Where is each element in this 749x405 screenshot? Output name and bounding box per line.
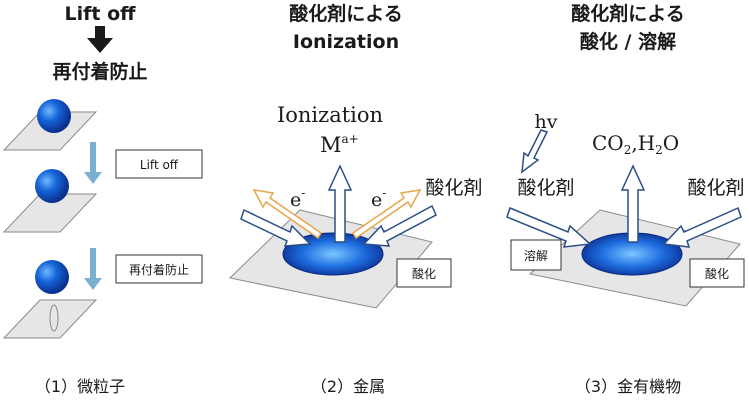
particle-3 xyxy=(35,260,69,294)
light-label: hv xyxy=(535,111,558,133)
panel1-title-prevent: 再付着防止 xyxy=(52,60,147,83)
panel3-title-line2: 酸化 / 溶解 xyxy=(580,30,676,53)
box-prevent-label: 再付着防止 xyxy=(129,262,189,277)
panel-organics: 酸化剤による 酸化 / 溶解 hv CO2,H2O 酸化剤 酸化剤 溶解 酸化 … xyxy=(506,2,745,396)
box-oxidize-organic-label: 酸化 xyxy=(705,266,729,281)
title-down-arrow-icon xyxy=(87,26,113,53)
substrate-plate-2 xyxy=(2,193,98,233)
product-label: CO2,H2O xyxy=(592,131,679,157)
oxidant-right-label: 酸化剤 xyxy=(687,177,744,199)
particle-1 xyxy=(37,99,71,133)
down-arrow-1-icon xyxy=(84,142,102,184)
product-up-arrow-icon xyxy=(620,164,646,243)
light-arrow-icon xyxy=(521,129,549,174)
oxidant-label: 酸化剤 xyxy=(425,177,482,199)
electron-left-arrow-icon xyxy=(252,189,323,240)
panel3-caption: （3）金有機物 xyxy=(575,377,681,396)
panel-metal: 酸化剤による Ionization Ionization Ma+ e- e- 酸… xyxy=(228,2,483,396)
ionization-label: Ionization xyxy=(277,103,383,127)
box-liftoff-label: Lift off xyxy=(140,158,179,172)
panel1-caption: （1）微粒子 xyxy=(35,377,125,396)
electron-left-label: e- xyxy=(290,186,305,211)
electron-right-arrow-icon xyxy=(351,189,422,240)
oxidant-left-in-arrow-icon xyxy=(240,208,312,247)
box-dissolve-label: 溶解 xyxy=(524,248,548,263)
box-oxidize-metal-label: 酸化 xyxy=(412,266,436,281)
panel3-title-line1: 酸化剤による xyxy=(571,2,684,25)
panel1-title-liftoff: Lift off xyxy=(64,3,136,25)
box-oxidize-organic xyxy=(689,258,745,288)
panel2-title-line2: Ionization xyxy=(293,31,399,53)
electron-right-label: e- xyxy=(371,186,386,211)
oxidant-right-arrow-icon xyxy=(662,206,742,248)
panel2-caption: （2）金属 xyxy=(311,377,385,396)
particle-shadow-ellipse xyxy=(49,304,59,332)
oxidant-left-label: 酸化剤 xyxy=(517,177,574,199)
panel2-title-line1: 酸化剤による xyxy=(289,2,402,25)
particle-2 xyxy=(35,169,69,203)
box-dissolve xyxy=(510,239,562,271)
ion-label: Ma+ xyxy=(320,132,359,157)
oxidant-left-arrow-icon xyxy=(506,206,592,248)
down-arrow-2-icon xyxy=(84,248,102,290)
box-prevent xyxy=(115,254,203,284)
panel-particles: Lift off 再付着防止 Lift off 再付着防止 （1）微粒子 xyxy=(2,3,203,396)
box-liftoff xyxy=(115,149,203,179)
box-oxidize-metal xyxy=(396,258,452,288)
oxidant-right-in-arrow-icon xyxy=(362,204,437,247)
ionization-up-arrow-icon xyxy=(327,164,353,243)
